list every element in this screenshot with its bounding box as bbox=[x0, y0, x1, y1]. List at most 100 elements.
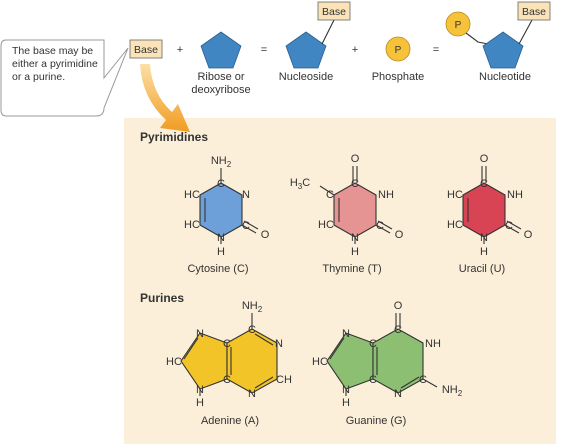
thymine-c-right: C bbox=[376, 220, 384, 232]
thymine-o-top: O bbox=[351, 153, 360, 165]
pyrimidines-heading: Pyrimidines bbox=[140, 130, 208, 144]
cytosine-label: Cytosine (C) bbox=[187, 263, 248, 275]
cytosine-nh2: NH2 bbox=[211, 155, 232, 169]
guanine-nh2-h: H bbox=[450, 384, 458, 396]
thymine-ring bbox=[333, 182, 377, 238]
bases-panel bbox=[124, 118, 556, 444]
thymine-o: O bbox=[395, 229, 404, 241]
adenine-hc: HC bbox=[166, 356, 182, 368]
guanine-n-7: N bbox=[342, 328, 350, 340]
thymine-h3c-h: H bbox=[290, 177, 298, 189]
guanine-molecule: O C N HC C C NH C NH2 N N H bbox=[312, 300, 463, 409]
uracil-n-bottom: N bbox=[480, 232, 488, 244]
pointer-arrow bbox=[140, 64, 190, 132]
adenine-six-ring bbox=[226, 328, 278, 394]
adenine-label: Adenine (A) bbox=[201, 415, 259, 427]
cytosine-molecule: NH2 C HC HC N C O N H bbox=[184, 155, 270, 258]
equals-sign-1: = bbox=[261, 44, 267, 56]
phosphate-circle bbox=[385, 36, 411, 62]
uracil-label: Uracil (U) bbox=[459, 263, 505, 275]
uracil-hc-1: HC bbox=[447, 189, 463, 201]
adenine-nh2-n: N bbox=[242, 300, 250, 312]
cytosine-nh2-sub: 2 bbox=[227, 160, 232, 169]
adenine-c-4: C bbox=[223, 338, 231, 350]
adenine-double-1 bbox=[183, 337, 199, 360]
guanine-nh2-n: N bbox=[442, 384, 450, 396]
guanine-nh2: NH2 bbox=[442, 384, 463, 398]
plus-sign-2: + bbox=[352, 44, 358, 56]
callout-bubble bbox=[0, 39, 129, 117]
plus-sign-1: + bbox=[177, 44, 183, 56]
guanine-c-4: C bbox=[369, 338, 377, 350]
guanine-c-5: C bbox=[369, 374, 377, 386]
guanine-label: Guanine (G) bbox=[346, 415, 407, 427]
nucleotide-base-box bbox=[517, 1, 551, 21]
adenine-nh2: NH2 bbox=[242, 300, 263, 314]
guanine-double-1 bbox=[329, 337, 345, 360]
nucleoside-link bbox=[321, 19, 335, 45]
uracil-hc-2: HC bbox=[447, 219, 463, 231]
adenine-n-9: N bbox=[196, 384, 204, 396]
sugar-label-2: deoxyribose bbox=[191, 84, 250, 96]
uracil-o: O bbox=[524, 229, 533, 241]
thymine-label: Thymine (T) bbox=[322, 263, 381, 275]
phosphate-symbol: P bbox=[395, 45, 402, 56]
thymine-molecule: O H3C C C HC NH C O N H bbox=[290, 153, 404, 258]
adenine-molecule: NH2 C N HC C C N CH N N H bbox=[166, 300, 292, 409]
uracil-ring bbox=[462, 182, 506, 238]
adenine-double-3 bbox=[254, 333, 274, 346]
nucleotide-phosphate-symbol: P bbox=[455, 20, 462, 31]
uracil-carbonyl bbox=[504, 224, 520, 234]
thymine-h: H bbox=[351, 246, 359, 258]
cytosine-carbonyl-2 bbox=[243, 220, 259, 230]
cytosine-hc-2: HC bbox=[184, 219, 200, 231]
guanine-nh2-sub: 2 bbox=[458, 389, 463, 398]
cytosine-hc-1: HC bbox=[184, 189, 200, 201]
adenine-n-1: N bbox=[275, 338, 283, 350]
adenine-n-7: N bbox=[196, 328, 204, 340]
guanine-n-9: N bbox=[342, 384, 350, 396]
cytosine-nh2-n: N bbox=[211, 155, 219, 167]
adenine-double-4 bbox=[254, 376, 274, 389]
thymine-carbonyl bbox=[375, 224, 391, 234]
sugar-label-1: Ribose or bbox=[197, 71, 244, 83]
uracil-molecule: O C HC HC NH C O N H bbox=[447, 153, 533, 258]
guanine-hc: HC bbox=[312, 356, 328, 368]
nucleotide-label: Nucleotide bbox=[479, 71, 531, 83]
cytosine-c-top: C bbox=[217, 178, 225, 190]
base-box bbox=[129, 39, 163, 59]
thymine-hc: HC bbox=[318, 219, 334, 231]
guanine-c-top: C bbox=[394, 324, 402, 336]
cytosine-nh2-h: H bbox=[219, 155, 227, 167]
adenine-ch: CH bbox=[276, 374, 292, 386]
nucleotide-phosphate-link bbox=[465, 32, 489, 45]
adenine-n-3: N bbox=[248, 388, 256, 400]
nucleotide-base-label: Base bbox=[522, 6, 546, 18]
cytosine-carbonyl bbox=[241, 224, 257, 234]
uracil-nh: NH bbox=[507, 189, 523, 201]
sugar-pentagon bbox=[200, 31, 242, 69]
nucleotide-pentagon bbox=[482, 31, 524, 69]
nucleoside-pentagon bbox=[285, 31, 327, 69]
nucleoside-label: Nucleoside bbox=[279, 71, 333, 83]
thymine-c-top: C bbox=[351, 178, 359, 190]
thymine-c-left: C bbox=[326, 189, 334, 201]
cytosine-n-right: N bbox=[242, 189, 250, 201]
purines-heading: Purines bbox=[140, 291, 184, 305]
cytosine-h: H bbox=[217, 246, 225, 258]
uracil-c-right: C bbox=[505, 220, 513, 232]
adenine-nh2-sub: 2 bbox=[258, 305, 263, 314]
callout-text: The base may be either a pyrimidine or a… bbox=[12, 45, 98, 83]
cytosine-o: O bbox=[261, 229, 270, 241]
guanine-h: H bbox=[342, 397, 350, 409]
nucleoside-base-label: Base bbox=[322, 6, 346, 18]
guanine-double-3 bbox=[400, 376, 420, 389]
uracil-c-top: C bbox=[480, 178, 488, 190]
cytosine-c-right: C bbox=[242, 220, 250, 232]
guanine-n-3: N bbox=[394, 388, 402, 400]
equals-sign-2: = bbox=[433, 44, 439, 56]
nucleotide-phosphate bbox=[445, 11, 471, 37]
uracil-o-top: O bbox=[480, 153, 489, 165]
nucleotide-base-link bbox=[518, 19, 533, 45]
